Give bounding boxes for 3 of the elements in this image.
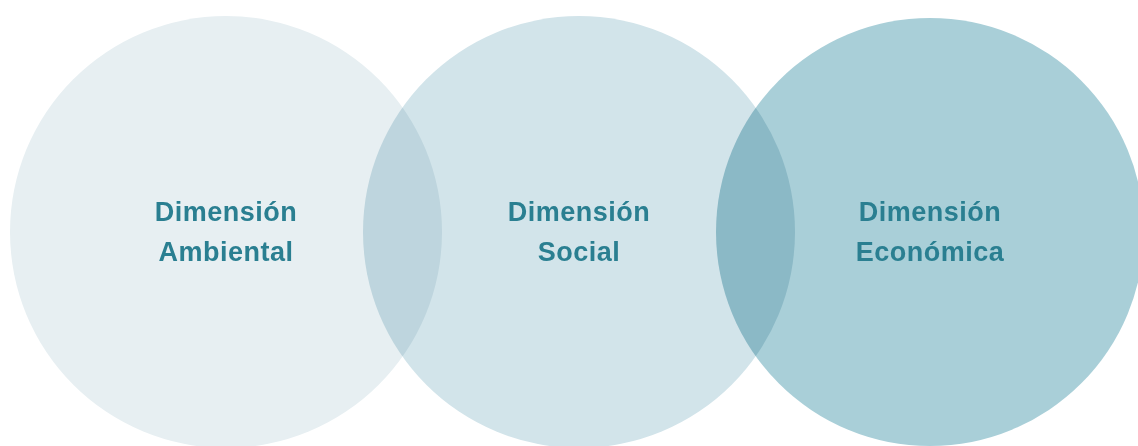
circle-label: Dimensión Económica bbox=[854, 196, 1006, 269]
circle-label: Dimensión Social bbox=[506, 196, 652, 269]
circle-label: Dimensión Ambiental bbox=[153, 196, 299, 269]
